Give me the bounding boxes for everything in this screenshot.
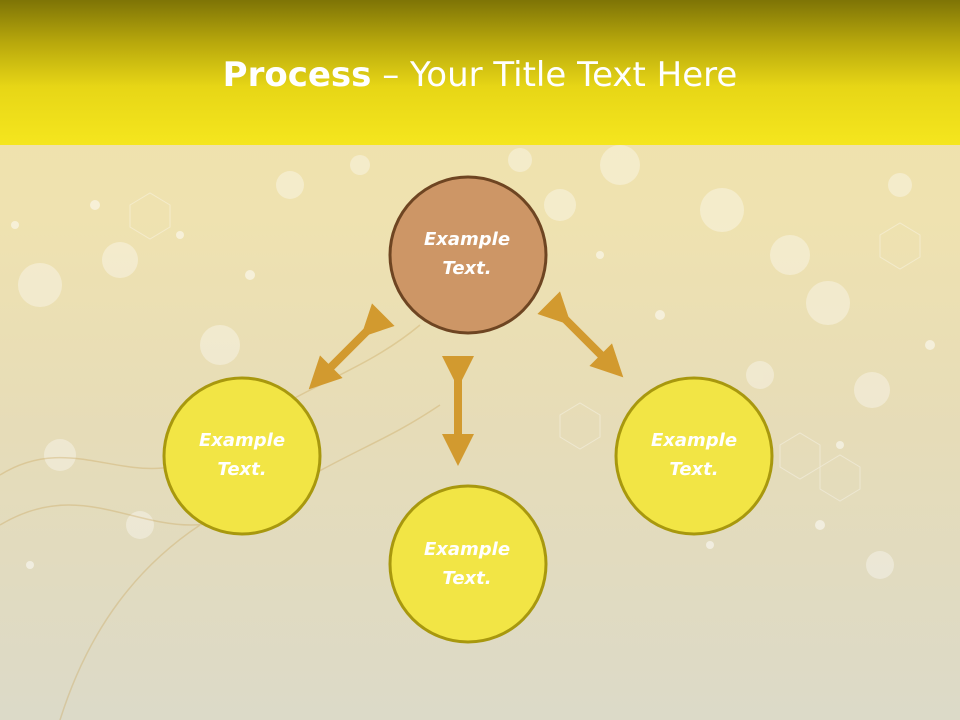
node-bottom-circle (388, 484, 548, 644)
slide-title: Process – Your Title Text Here (0, 50, 960, 100)
background-bokeh-pattern (0, 145, 935, 720)
arrow-top-right (537, 291, 624, 378)
node-top-circle (388, 175, 548, 335)
title-rest: Your Title Text Here (410, 55, 738, 95)
arrow-top-left (308, 303, 395, 390)
node-top-label: Example Text. (423, 229, 511, 279)
node-left-circle (162, 376, 322, 536)
title-bar: Process – Your Title Text Here (0, 0, 960, 145)
title-separator: – (371, 55, 411, 95)
title-bold-part: Process (222, 55, 372, 95)
node-right-label: Example Text. (650, 430, 738, 480)
node-right-circle (614, 376, 774, 536)
node-left-label: Example Text. (198, 430, 286, 480)
node-bottom-label: Example Text. (423, 539, 511, 589)
